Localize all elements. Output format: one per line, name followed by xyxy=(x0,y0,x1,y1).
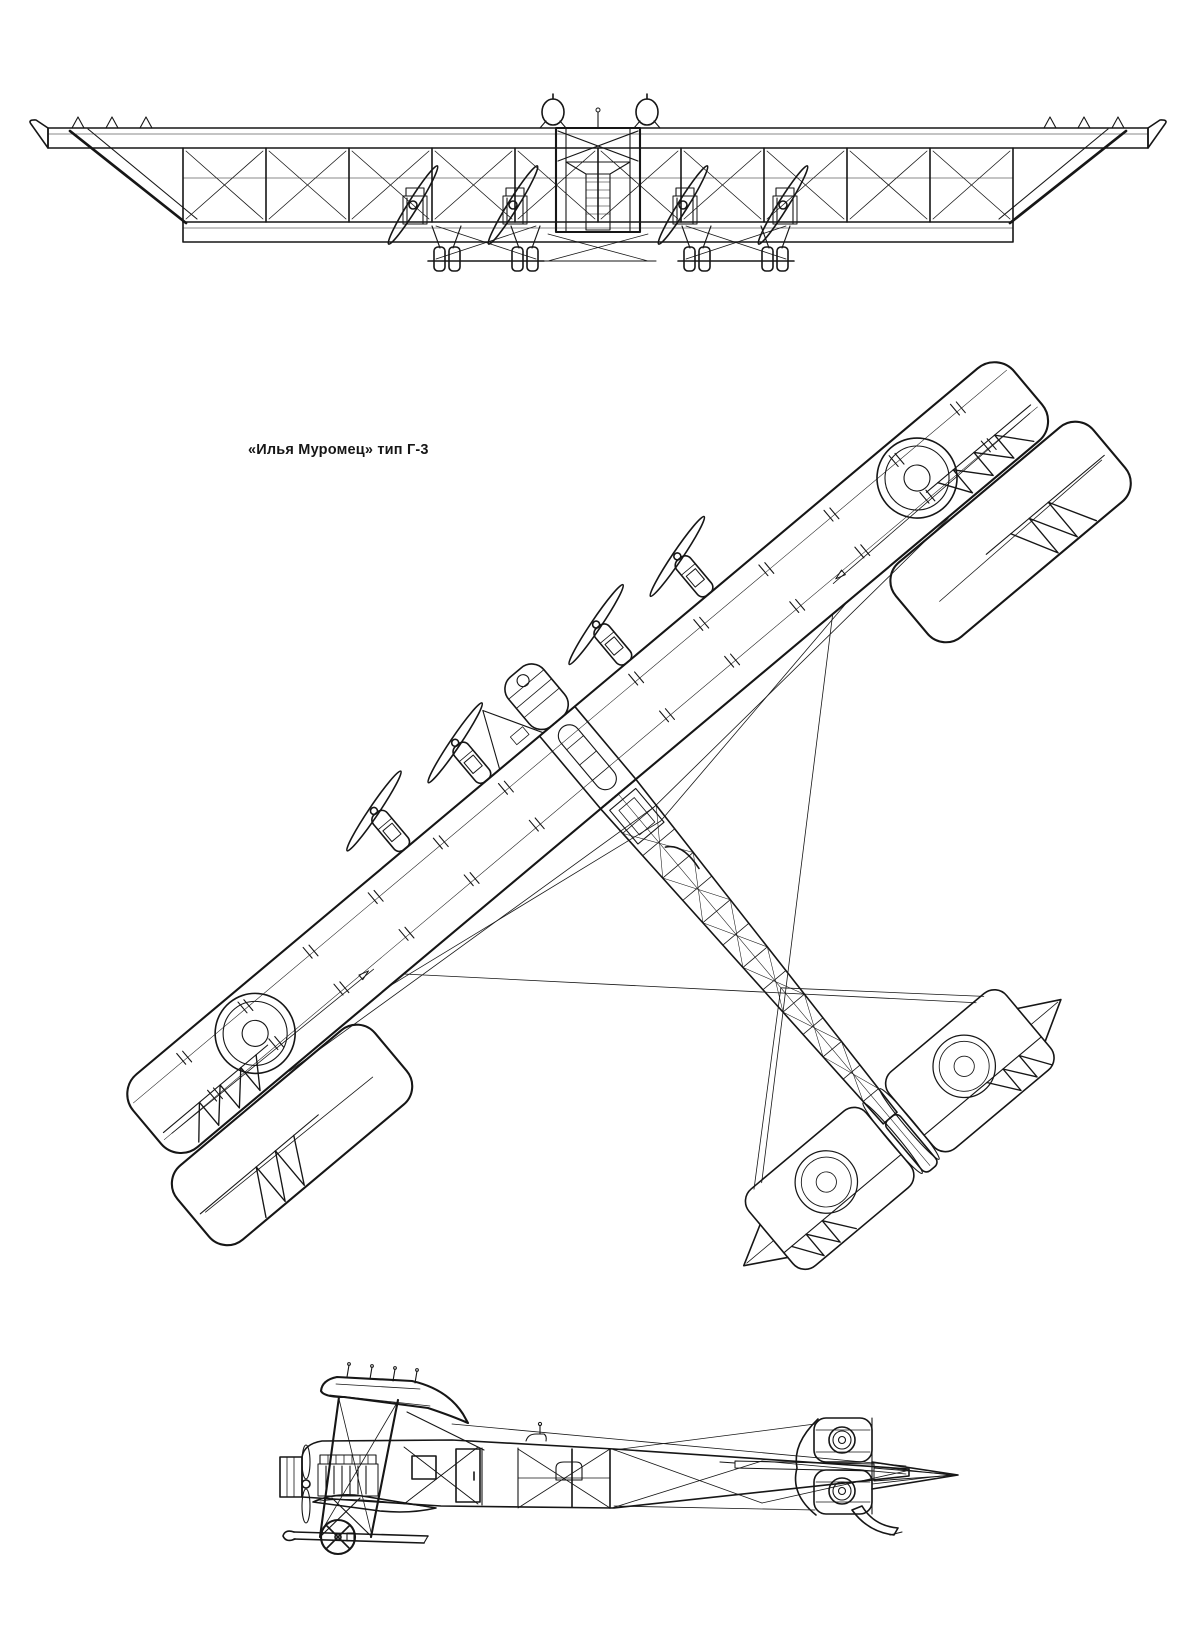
fuselage-front xyxy=(539,126,657,262)
tail-skid xyxy=(851,1505,899,1536)
right-landing-gear xyxy=(677,225,795,272)
propeller-hub xyxy=(301,1479,311,1489)
front-view xyxy=(29,93,1167,272)
left-elevator-horn xyxy=(742,1223,789,1267)
tail-skid-hook xyxy=(664,845,700,870)
propeller-blade xyxy=(301,1444,311,1480)
wingtip-bracing xyxy=(68,128,1128,225)
cabin-skylight xyxy=(609,787,665,845)
lower-wing-tips xyxy=(170,420,1132,1247)
fuel-tank-left xyxy=(539,93,567,129)
roof-fuel-tank xyxy=(557,724,617,791)
hatch xyxy=(555,1461,583,1481)
skid xyxy=(293,1531,429,1537)
right-wingtip xyxy=(1147,119,1167,149)
upper-rudder xyxy=(813,1417,873,1463)
engine-3-plan xyxy=(547,579,665,694)
lower-wing-profile xyxy=(312,1494,437,1513)
fin xyxy=(879,1088,940,1160)
figure-caption: «Илья Муромец» тип Г-3 xyxy=(248,442,429,458)
radiator xyxy=(279,1456,303,1498)
tail-side xyxy=(719,1417,959,1536)
landing-gear-side xyxy=(282,1497,429,1556)
boarding-platform xyxy=(482,709,544,770)
roundel-icon xyxy=(828,1426,856,1454)
left-wingtip xyxy=(29,119,49,149)
plan-view xyxy=(126,361,1132,1271)
propeller-blade xyxy=(301,1488,311,1524)
upper-wing-profile xyxy=(319,1375,470,1425)
engine-block xyxy=(317,1463,379,1497)
wheel xyxy=(319,1518,357,1556)
engine-3 xyxy=(653,162,713,248)
fin-leading-edge xyxy=(794,1418,819,1516)
engine-4-plan xyxy=(628,511,747,626)
fin xyxy=(862,1102,923,1175)
gunner-hump xyxy=(525,1433,547,1442)
engine-2-plan xyxy=(406,697,524,812)
roundel xyxy=(859,420,975,536)
wings-side xyxy=(312,1362,907,1539)
fuselage-side xyxy=(301,1421,910,1511)
roundel xyxy=(197,976,313,1091)
engine-2 xyxy=(483,162,543,248)
bracing-cables xyxy=(289,517,985,1190)
side-view xyxy=(279,1362,959,1556)
tailplane-plan xyxy=(742,988,1062,1271)
engine-1-plan xyxy=(325,765,443,880)
fuselage-plan xyxy=(504,663,938,1173)
left-landing-gear xyxy=(427,225,545,272)
roundel-icon xyxy=(828,1477,856,1505)
window xyxy=(411,1455,437,1480)
upper-wing-plan xyxy=(126,361,1050,1155)
fuel-tank-right xyxy=(633,93,661,129)
right-elevator-horn xyxy=(1016,998,1062,1043)
nose xyxy=(504,663,570,731)
nose-engine-side xyxy=(279,1444,379,1524)
interplane-struts xyxy=(182,147,1014,223)
center-mast xyxy=(595,107,601,129)
door xyxy=(455,1448,481,1503)
